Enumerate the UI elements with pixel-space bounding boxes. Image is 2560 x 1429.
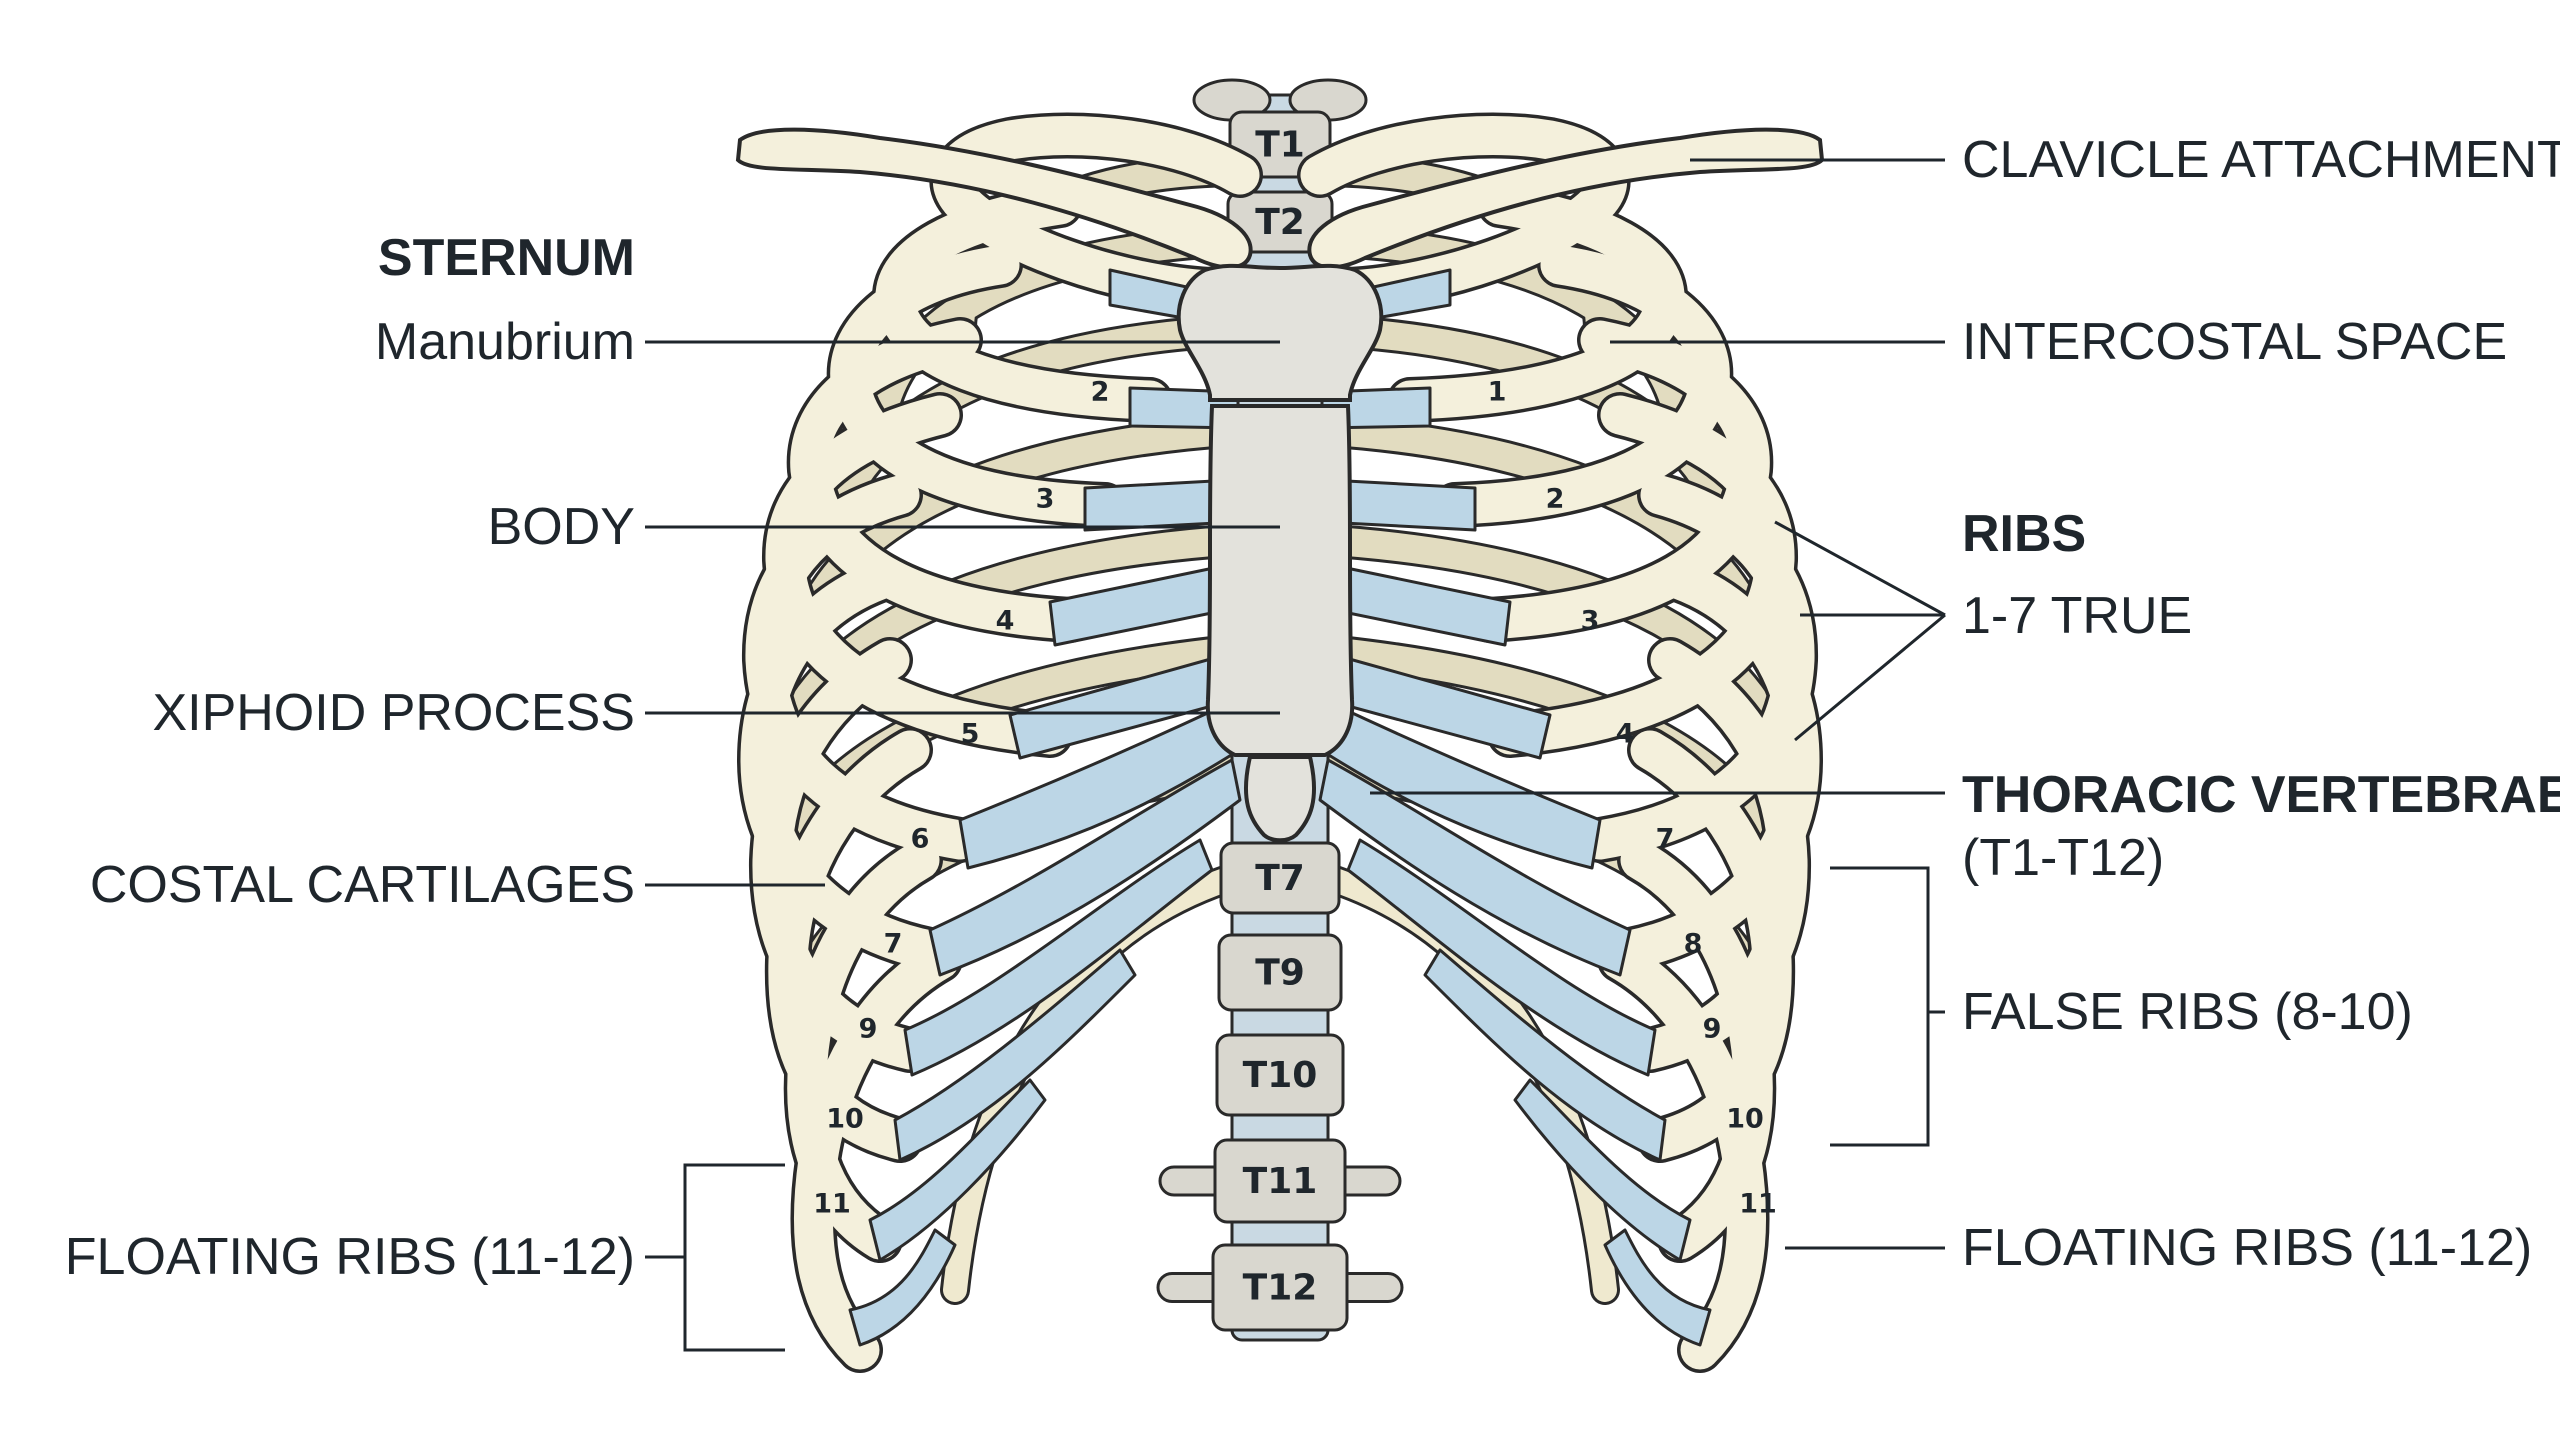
rib	[752, 640, 930, 1070]
leader-lines	[645, 158, 1946, 1352]
label-floating-ribs-left: FLOATING RIBS (11-12)	[64, 1228, 635, 1286]
costal-cartilage	[1346, 838, 1657, 1077]
label-floating-ribs-right: FLOATING RIBS (11-12)	[1962, 1219, 2533, 1277]
label-thoracic-vertebrae: THORACIC VERTEBRAE	[1962, 766, 2560, 824]
label-ribs: RIBS	[1962, 505, 2087, 563]
vertebra-label: T9	[1255, 953, 1305, 994]
rib-number-right: 8	[1684, 929, 1703, 960]
rib-number-left: 3	[1036, 484, 1055, 515]
leader-true-ribs-a	[1774, 520, 1946, 617]
vertebra-body	[1219, 841, 1341, 915]
vertebra: T7	[1219, 841, 1341, 915]
vertebra: T9	[1217, 933, 1343, 1012]
rib	[794, 940, 960, 1370]
vertebra-label: T12	[1243, 1268, 1318, 1309]
vertebra: T11	[1213, 1138, 1347, 1224]
costal-cartilage	[928, 758, 1242, 977]
rib-number-right: 7	[1656, 824, 1675, 855]
vertebra-body	[1213, 1138, 1347, 1224]
vertebra-body	[1211, 1243, 1349, 1332]
bracket-false-ribs	[1830, 866, 1930, 1147]
rib-number-left: 5	[961, 719, 980, 750]
vertebra-label: T1	[1255, 125, 1305, 166]
leader-true-ribs-c	[1794, 613, 1946, 742]
anterior-ribs	[736, 112, 1824, 1373]
rib	[1630, 640, 1808, 1070]
rib-number-left: 11	[813, 1189, 851, 1220]
costal-cartilage	[1513, 1078, 1692, 1262]
vertebra: T10	[1215, 1033, 1345, 1117]
rib	[1600, 940, 1766, 1370]
costal-cartilages	[848, 268, 1712, 1347]
label-body: BODY	[487, 498, 635, 556]
costal-cartilage	[868, 1078, 1047, 1262]
sternum-body	[1205, 404, 1355, 757]
label-manubrium: Manubrium	[374, 313, 635, 371]
label-false-ribs: FALSE RIBS (8-10)	[1962, 983, 2413, 1041]
label-intercostal-space: INTERCOSTAL SPACE	[1962, 313, 2508, 371]
vertebra-label: T7	[1255, 858, 1305, 899]
rib-number-left: 2	[1091, 377, 1110, 408]
rib-number-left: 4	[996, 606, 1015, 637]
label-clavicle-attachment: CLAVICLE ATTACHMENT	[1962, 131, 2560, 189]
costal-cartilage	[903, 838, 1214, 1077]
label-thoracic-range: (T1-T12)	[1962, 829, 2165, 887]
clavicles	[735, 127, 1825, 270]
costal-cartilage	[1603, 1228, 1712, 1347]
vertebra-body	[1215, 1033, 1345, 1117]
rib-number-right: 1	[1488, 377, 1507, 408]
rib-number-right: 2	[1546, 484, 1565, 515]
sternum	[1176, 263, 1384, 843]
label-xiphoid-process: XIPHOID PROCESS	[152, 684, 635, 742]
costal-cartilage	[893, 948, 1137, 1162]
rib	[787, 840, 940, 1260]
vertebra-body	[1217, 933, 1343, 1012]
rib-number-right: 9	[1703, 1014, 1722, 1045]
bracket-floating-left	[683, 1163, 785, 1352]
rib-number-right: 11	[1739, 1189, 1777, 1220]
rib-number-left: 7	[884, 929, 903, 960]
sternum-manubrium	[1176, 263, 1384, 402]
rib-number-left: 6	[911, 824, 930, 855]
clavicle-right	[1307, 127, 1825, 270]
sternum-xiphoid	[1243, 755, 1317, 843]
rib-number-right: 4	[1616, 719, 1635, 750]
costal-cartilage	[1318, 758, 1632, 977]
vertebra: T12	[1211, 1243, 1349, 1332]
label-sternum: STERNUM	[377, 229, 635, 287]
vertebra-label: T11	[1243, 1161, 1318, 1202]
costal-cartilage	[848, 1228, 957, 1347]
clavicle-left	[735, 127, 1253, 270]
rib-number-left: 9	[859, 1014, 878, 1045]
vertebra-label: T10	[1243, 1055, 1318, 1096]
label-costal-cartilages: COSTAL CARTILAGES	[89, 856, 635, 914]
rib	[1620, 840, 1773, 1260]
rib-number-right: 3	[1581, 606, 1600, 637]
vertebra-label: T2	[1255, 202, 1305, 243]
label-true-ribs: 1-7 TRUE	[1962, 587, 2193, 645]
rib-number-left: 10	[826, 1104, 864, 1135]
costal-cartilage	[1423, 948, 1667, 1162]
rib-number-right: 10	[1726, 1104, 1764, 1135]
